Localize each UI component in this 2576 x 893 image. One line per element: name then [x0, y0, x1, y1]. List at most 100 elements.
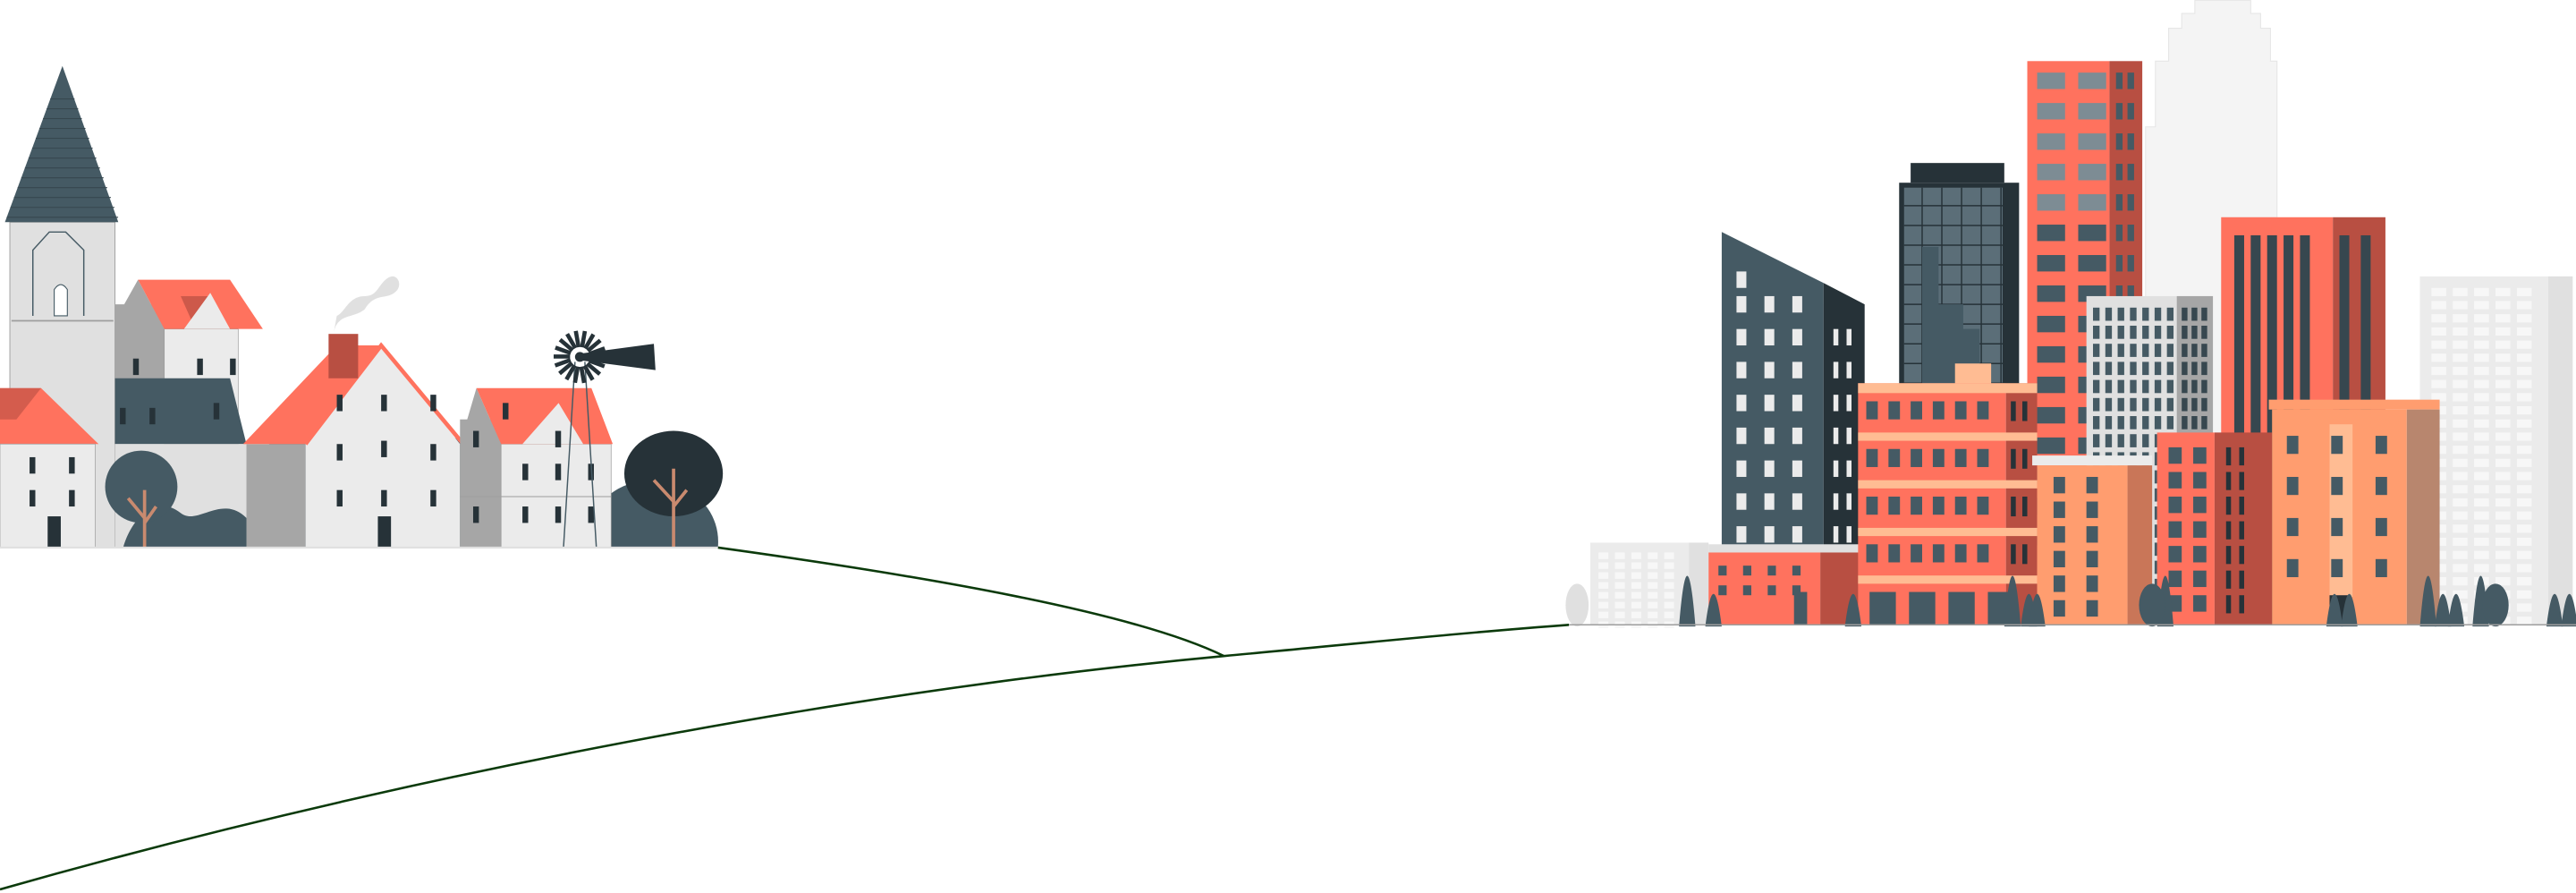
window	[2225, 497, 2232, 515]
window	[1648, 582, 1658, 589]
tree	[2546, 593, 2563, 627]
window	[1767, 566, 1776, 576]
window	[2182, 307, 2188, 321]
window	[2191, 397, 2198, 412]
window	[2496, 537, 2511, 547]
tree	[2029, 593, 2046, 627]
window	[1764, 395, 1775, 412]
window	[2166, 361, 2174, 376]
window	[1833, 526, 1839, 543]
window	[2496, 327, 2511, 336]
window-stripe	[2233, 234, 2244, 625]
window	[2191, 307, 2198, 321]
windmill-blade	[579, 366, 587, 384]
window	[2093, 361, 2100, 376]
window	[1977, 401, 1989, 420]
window	[2239, 546, 2244, 565]
window	[1833, 361, 1839, 378]
window	[2105, 416, 2113, 429]
tree	[2482, 583, 2509, 627]
window	[1954, 401, 1967, 420]
window	[1736, 493, 1747, 510]
tree	[1565, 583, 1589, 627]
window	[2142, 326, 2149, 339]
window	[1792, 526, 1802, 543]
window	[2166, 397, 2174, 412]
glass-tower-cap	[1911, 163, 2004, 183]
windmill-blade	[558, 337, 574, 353]
window	[2086, 575, 2098, 592]
window	[1846, 460, 1852, 477]
window	[2168, 546, 2182, 563]
window	[2086, 600, 2098, 617]
window	[1767, 585, 1776, 596]
window	[2182, 379, 2188, 394]
window	[1736, 526, 1747, 543]
window	[2078, 72, 2106, 89]
window	[2496, 406, 2511, 415]
window	[1909, 591, 1936, 625]
window	[2453, 366, 2468, 376]
window	[2201, 361, 2207, 376]
window	[2142, 344, 2149, 357]
window	[2516, 485, 2532, 494]
mid-block-top	[1858, 383, 2038, 394]
house-5-gable	[460, 387, 502, 445]
window	[2474, 340, 2489, 349]
window	[1846, 493, 1852, 510]
window	[472, 430, 479, 447]
window	[2115, 72, 2123, 89]
window	[2037, 255, 2065, 272]
window	[2078, 225, 2106, 242]
window	[1846, 526, 1852, 543]
window	[2053, 501, 2065, 518]
window	[2115, 225, 2123, 242]
window	[2453, 564, 2468, 573]
window	[2453, 419, 2468, 428]
window	[2453, 353, 2468, 362]
window	[1888, 401, 1901, 420]
window	[2191, 344, 2198, 357]
window	[2011, 401, 2016, 421]
window	[1911, 448, 1922, 467]
window	[2117, 326, 2124, 339]
window	[2453, 446, 2468, 455]
window	[197, 358, 203, 376]
window	[1792, 566, 1801, 576]
window	[2286, 517, 2299, 537]
window	[2130, 379, 2137, 394]
window	[503, 403, 509, 420]
window	[1792, 585, 1801, 596]
tree	[1705, 593, 1722, 627]
window	[2496, 419, 2511, 428]
window	[2166, 344, 2174, 357]
window	[2225, 546, 2232, 565]
window	[2474, 537, 2489, 547]
window	[1631, 611, 1641, 618]
window	[1736, 328, 1747, 346]
window	[2516, 524, 2532, 533]
house-5-dormer	[522, 403, 584, 445]
window	[2516, 406, 2532, 415]
window	[2516, 287, 2532, 296]
window	[381, 440, 387, 457]
window	[430, 395, 436, 412]
windmill-blade	[565, 333, 578, 350]
window	[2201, 379, 2207, 394]
window	[1718, 566, 1727, 576]
window	[2239, 497, 2244, 515]
window	[2022, 544, 2028, 565]
window	[2191, 416, 2198, 429]
window	[1631, 601, 1641, 608]
window	[2078, 164, 2106, 181]
window	[2154, 379, 2162, 394]
window	[1888, 544, 1901, 563]
window	[1598, 591, 1609, 599]
window	[2086, 550, 2098, 567]
window	[1764, 460, 1775, 477]
window	[2474, 485, 2489, 494]
window	[1792, 460, 1802, 477]
window	[2037, 225, 2065, 242]
window	[2086, 526, 2098, 543]
windmill-blade	[564, 364, 577, 381]
